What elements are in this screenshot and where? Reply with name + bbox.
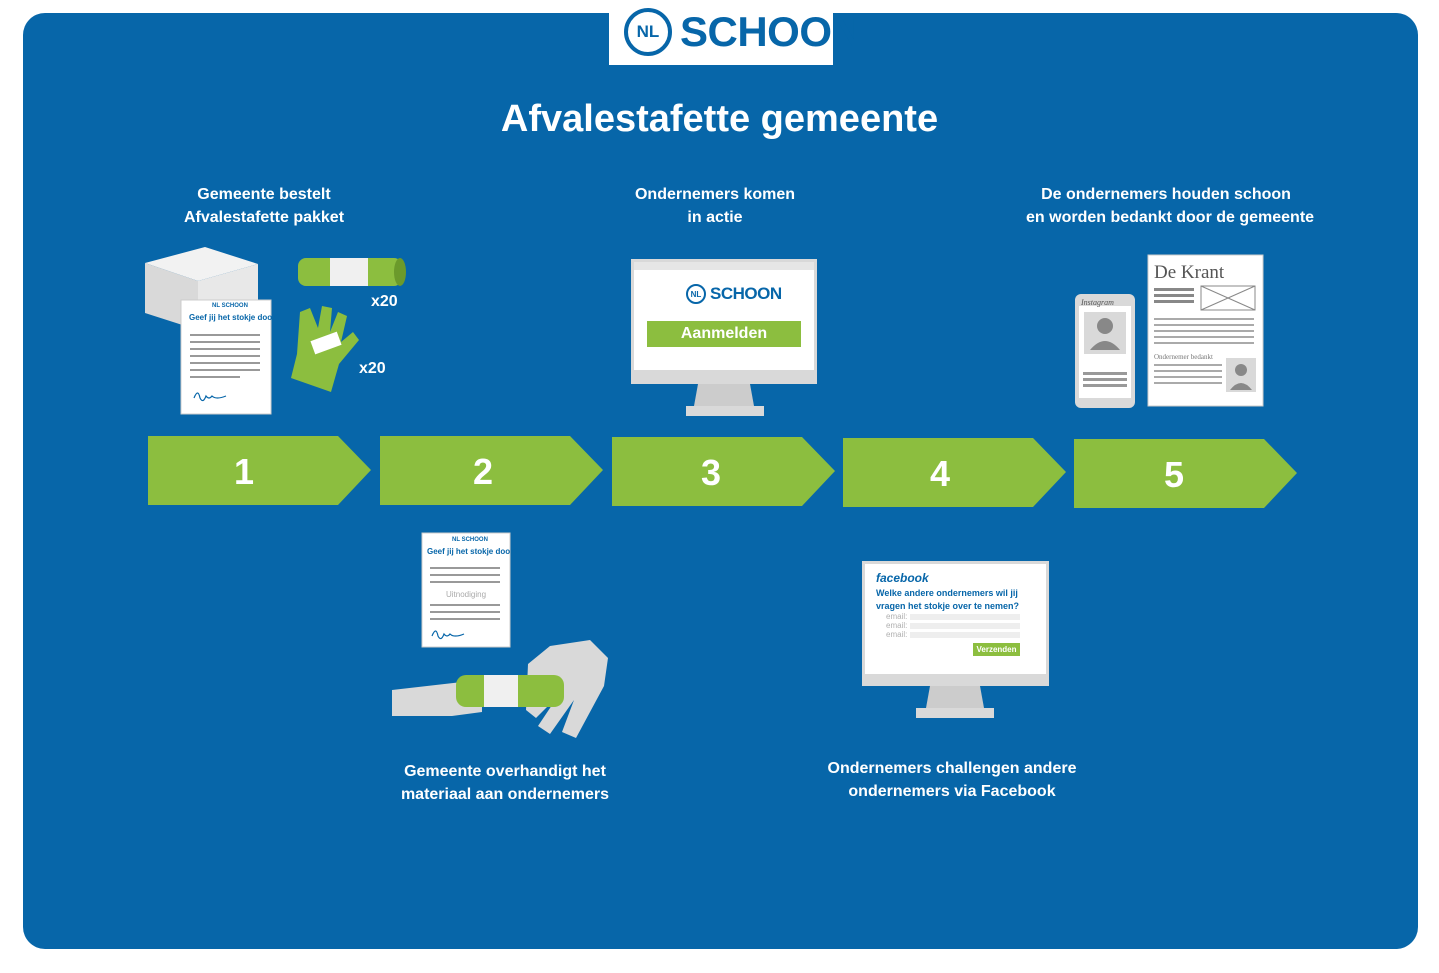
- step-1-caption: Gemeente bestelt Afvalestafette pakket: [183, 186, 345, 226]
- email-label-1: email:: [886, 612, 908, 621]
- step-arrow-4: 4: [843, 438, 1066, 507]
- step-4-caption: Ondernemers challengen andere ondernemer…: [827, 760, 1077, 800]
- email-input-2[interactable]: [910, 623, 1020, 629]
- step-number-3: 3: [701, 452, 721, 493]
- newspaper-illustration: [1147, 254, 1264, 407]
- email-input-1[interactable]: [910, 614, 1020, 620]
- nl-schoon-logo: NL SCHOON: [624, 8, 862, 56]
- glove-icon: [291, 306, 359, 392]
- instagram-phone-illustration: [1075, 294, 1135, 408]
- signup-monitor-screen: [631, 259, 817, 373]
- step-arrow-2: 2: [380, 436, 603, 505]
- letter-logo-small: NL SCHOON: [212, 303, 248, 309]
- hands-passing-baton-icon: [392, 640, 608, 738]
- facebook-logo: facebook: [876, 571, 929, 585]
- signup-button[interactable]: Aanmelden: [647, 321, 801, 347]
- email-label-2: email:: [886, 621, 908, 630]
- newspaper-title: De Krant: [1154, 262, 1225, 283]
- step-arrow-1: 1: [148, 436, 371, 505]
- monitor-stand: [631, 372, 817, 416]
- instagram-label: Instagram: [1081, 298, 1114, 307]
- step-3-caption: Ondernemers komen in actie: [634, 186, 796, 226]
- invitation-letter-heading: Geef jij het stokje door?: [427, 547, 519, 556]
- gloves-quantity: x20: [359, 360, 386, 377]
- invitation-subject: Uitnodiging: [446, 590, 487, 599]
- garbage-bags-icon: [298, 258, 406, 286]
- package-letter-heading: Geef jij het stokje door?: [189, 313, 281, 322]
- step-number-5: 5: [1164, 454, 1184, 495]
- step-arrow-3: 3: [612, 437, 835, 506]
- letter-illustration: [180, 299, 272, 415]
- nl-badge: NL: [624, 8, 672, 56]
- step-5-caption: De ondernemers houden schoon en worden b…: [1026, 186, 1315, 226]
- step-number-4: 4: [930, 453, 950, 494]
- page-title: Afvalestafette gemeente: [500, 98, 939, 140]
- invitation-letter-illustration: [421, 532, 511, 648]
- invitation-logo-small: NL SCHOON: [452, 537, 488, 543]
- send-button[interactable]: Verzenden: [973, 643, 1020, 656]
- step-number-2: 2: [473, 451, 493, 492]
- screen-logo: NL SCHOON: [686, 284, 782, 304]
- browser-bar: [634, 262, 814, 270]
- logo-wordmark: SCHOON: [680, 8, 862, 55]
- facebook-question: Welke andere ondernemers wil jij vragen …: [876, 588, 1020, 611]
- screen-logo-wordmark: SCHOON: [710, 284, 782, 303]
- email-input-3[interactable]: [910, 632, 1020, 638]
- bags-quantity: x20: [371, 293, 398, 310]
- step-2-caption: Gemeente overhandigt het materiaal aan o…: [400, 763, 610, 803]
- step-number-1: 1: [234, 451, 254, 492]
- screen-nl-badge: NL: [686, 284, 706, 304]
- step-arrow-5: 5: [1074, 439, 1297, 508]
- newspaper-subheading: Ondernemer bedankt: [1154, 353, 1213, 361]
- email-label-3: email:: [886, 630, 908, 639]
